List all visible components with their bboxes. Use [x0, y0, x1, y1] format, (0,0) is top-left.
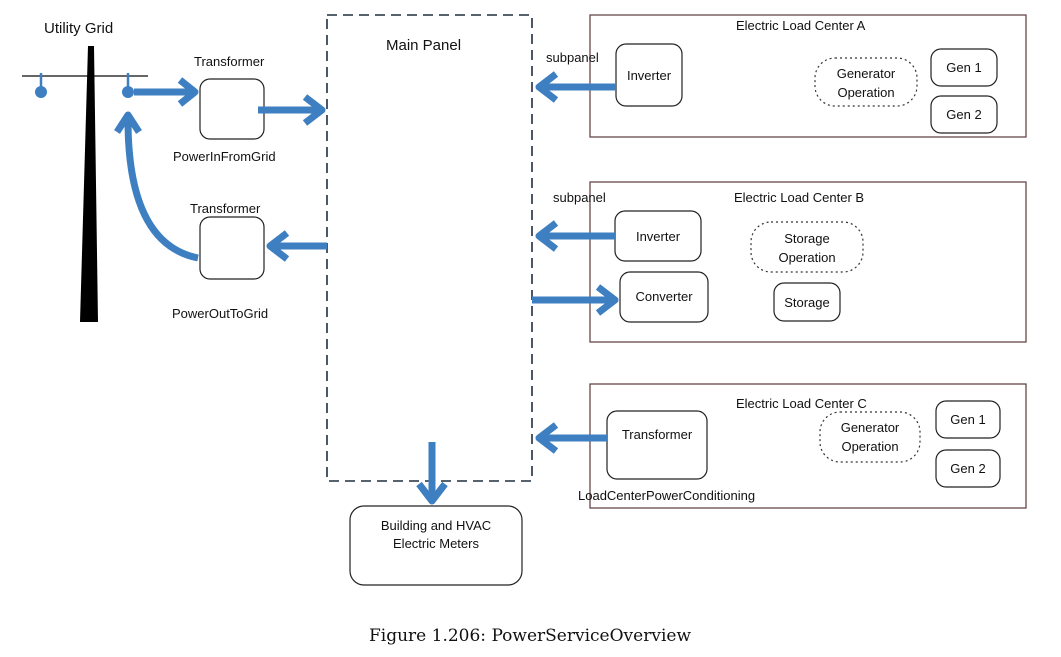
- load-center-b-converter-box: [619, 271, 709, 323]
- load-center-a-operation-line1: Generator: [837, 66, 896, 81]
- arrow-grid-to-transformer-in-head: [177, 77, 199, 107]
- figure-caption: Figure 1.206: PowerServiceOverview: [369, 626, 691, 646]
- load-center-a-operation-box: [814, 57, 918, 107]
- load-center-c-transformer-label: Transformer: [622, 427, 693, 442]
- arrow-lcb-inverter-to-panel-head: [535, 220, 559, 252]
- main-panel-border: [326, 14, 533, 482]
- load-center-a-inverter-box: [615, 43, 683, 107]
- load-center-c-transformer-box: [606, 410, 708, 480]
- arrow-panel-to-converter-head: [595, 284, 619, 316]
- transformer-out-label: Transformer: [190, 201, 261, 216]
- load-center-c-operation-box: [819, 411, 921, 463]
- building-meters-box: [349, 505, 523, 586]
- transformer-out-box: [199, 216, 265, 280]
- transformer-in-box: [199, 78, 265, 140]
- transformer-in: Transformer PowerInFromGrid: [173, 54, 276, 164]
- load-center-c-gen1-label: Gen 1: [950, 412, 985, 427]
- insulator-right: [122, 86, 134, 98]
- arrow-panel-to-meters-head: [416, 481, 448, 505]
- load-center-b-subpanel: subpanel: [553, 190, 606, 205]
- arrow-lca-inverter-to-panel-head: [535, 71, 559, 103]
- load-center-b-title: Electric Load Center B: [734, 190, 864, 205]
- load-center-a-inverter-label: Inverter: [627, 68, 672, 83]
- utility-grid: Utility Grid: [22, 20, 148, 322]
- load-center-a: Electric Load Center A subpanel Inverter…: [546, 14, 1027, 138]
- load-center-b-converter-label: Converter: [635, 289, 693, 304]
- grid-tower: [80, 46, 98, 322]
- load-center-a-gen2-label: Gen 2: [946, 107, 981, 122]
- arrow-transformer-in-to-panel-head: [302, 94, 326, 126]
- load-center-b-operation-line2: Operation: [778, 250, 835, 265]
- load-center-b-operation-line1: Storage: [784, 231, 830, 246]
- load-center-c-gen2-box: [935, 449, 1001, 488]
- load-center-b-storage-label: Storage: [784, 295, 830, 310]
- load-center-a-gen1-label: Gen 1: [946, 60, 981, 75]
- transformer-out: Transformer PowerOutToGrid: [172, 201, 268, 321]
- transformer-out-caption: PowerOutToGrid: [172, 306, 268, 321]
- transformer-in-label: Transformer: [194, 54, 265, 69]
- load-center-c-operation-line2: Operation: [841, 439, 898, 454]
- arrow-lcc-transformer-to-panel-head: [535, 422, 559, 454]
- load-center-b-inverter-label: Inverter: [636, 229, 681, 244]
- load-center-c-caption: LoadCenterPowerConditioning: [578, 488, 755, 503]
- load-center-a-gen1-box: [930, 48, 998, 87]
- load-center-a-operation-line2: Operation: [837, 85, 894, 100]
- arrow-transformer-out-to-grid: [124, 119, 199, 262]
- main-panel: Main Panel: [326, 14, 533, 482]
- load-center-c: Electric Load Center C Transformer LoadC…: [578, 383, 1027, 509]
- load-center-a-title: Electric Load Center A: [736, 18, 866, 33]
- utility-grid-label: Utility Grid: [44, 20, 113, 37]
- load-center-c-operation-line1: Generator: [841, 420, 900, 435]
- insulator-left: [35, 86, 47, 98]
- building-meters-line1: Building and HVAC: [381, 518, 491, 533]
- arrow-transformer-out-to-grid-head: [114, 111, 142, 134]
- main-panel-label: Main Panel: [386, 37, 461, 54]
- load-center-b-storage-box: [773, 282, 841, 322]
- transformer-in-caption: PowerInFromGrid: [173, 149, 276, 164]
- load-center-a-gen2-box: [930, 95, 998, 134]
- arrow-panel-to-transformer-out-head: [266, 230, 290, 262]
- load-center-b-operation-box: [750, 221, 864, 273]
- load-center-b: Electric Load Center B subpanel Inverter…: [553, 181, 1027, 343]
- flow-arrows: [114, 71, 619, 505]
- load-center-c-gen2-label: Gen 2: [950, 461, 985, 476]
- load-center-c-gen1-box: [935, 400, 1001, 439]
- load-center-a-subpanel: subpanel: [546, 50, 599, 65]
- building-meters: Building and HVAC Electric Meters: [349, 505, 523, 586]
- load-center-c-title: Electric Load Center C: [736, 396, 867, 411]
- building-meters-line2: Electric Meters: [393, 536, 479, 551]
